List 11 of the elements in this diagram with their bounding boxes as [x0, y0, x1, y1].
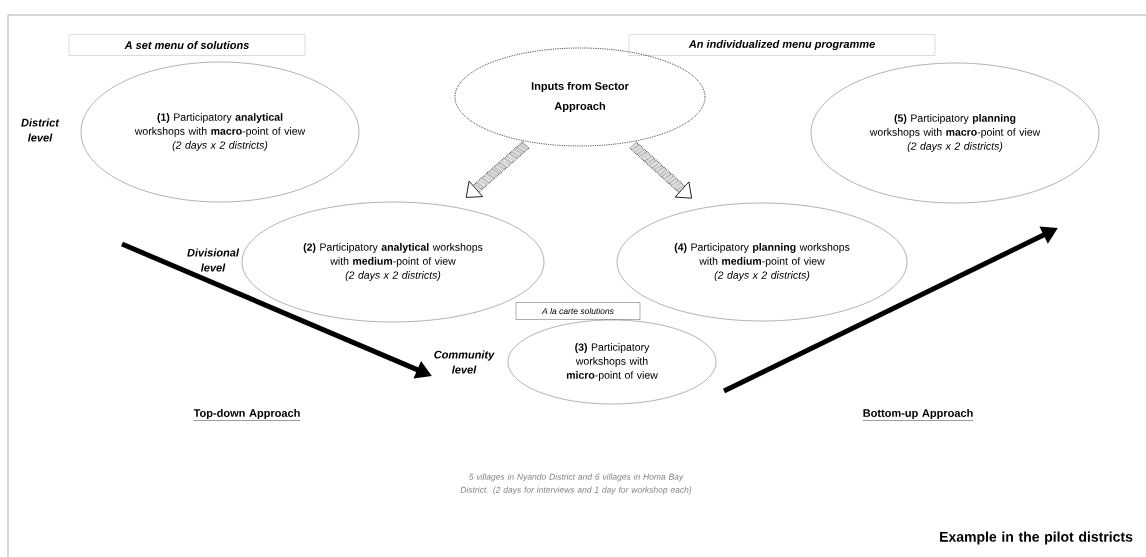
- level-label: Community level: [434, 350, 495, 374]
- level-label: District level: [21, 118, 60, 142]
- footer-text: Example in the pilot districts: [940, 531, 1133, 545]
- approach-label: Top-down Approach: [193, 408, 301, 421]
- heading-box: An individualized menu programme: [628, 34, 936, 56]
- approach-label: Bottom-up Approach: [862, 408, 974, 421]
- hollow-arrow: [629, 141, 692, 199]
- note-text: 5 villages in Nyando District and 6 villages in Homa Bay District. (2 days for interviews and 1 day for workshop each): [460, 473, 692, 495]
- label-box: A la carte solutions: [515, 302, 641, 320]
- heading-box: A set menu of solutions: [68, 34, 306, 56]
- hollow-arrow: [465, 141, 530, 198]
